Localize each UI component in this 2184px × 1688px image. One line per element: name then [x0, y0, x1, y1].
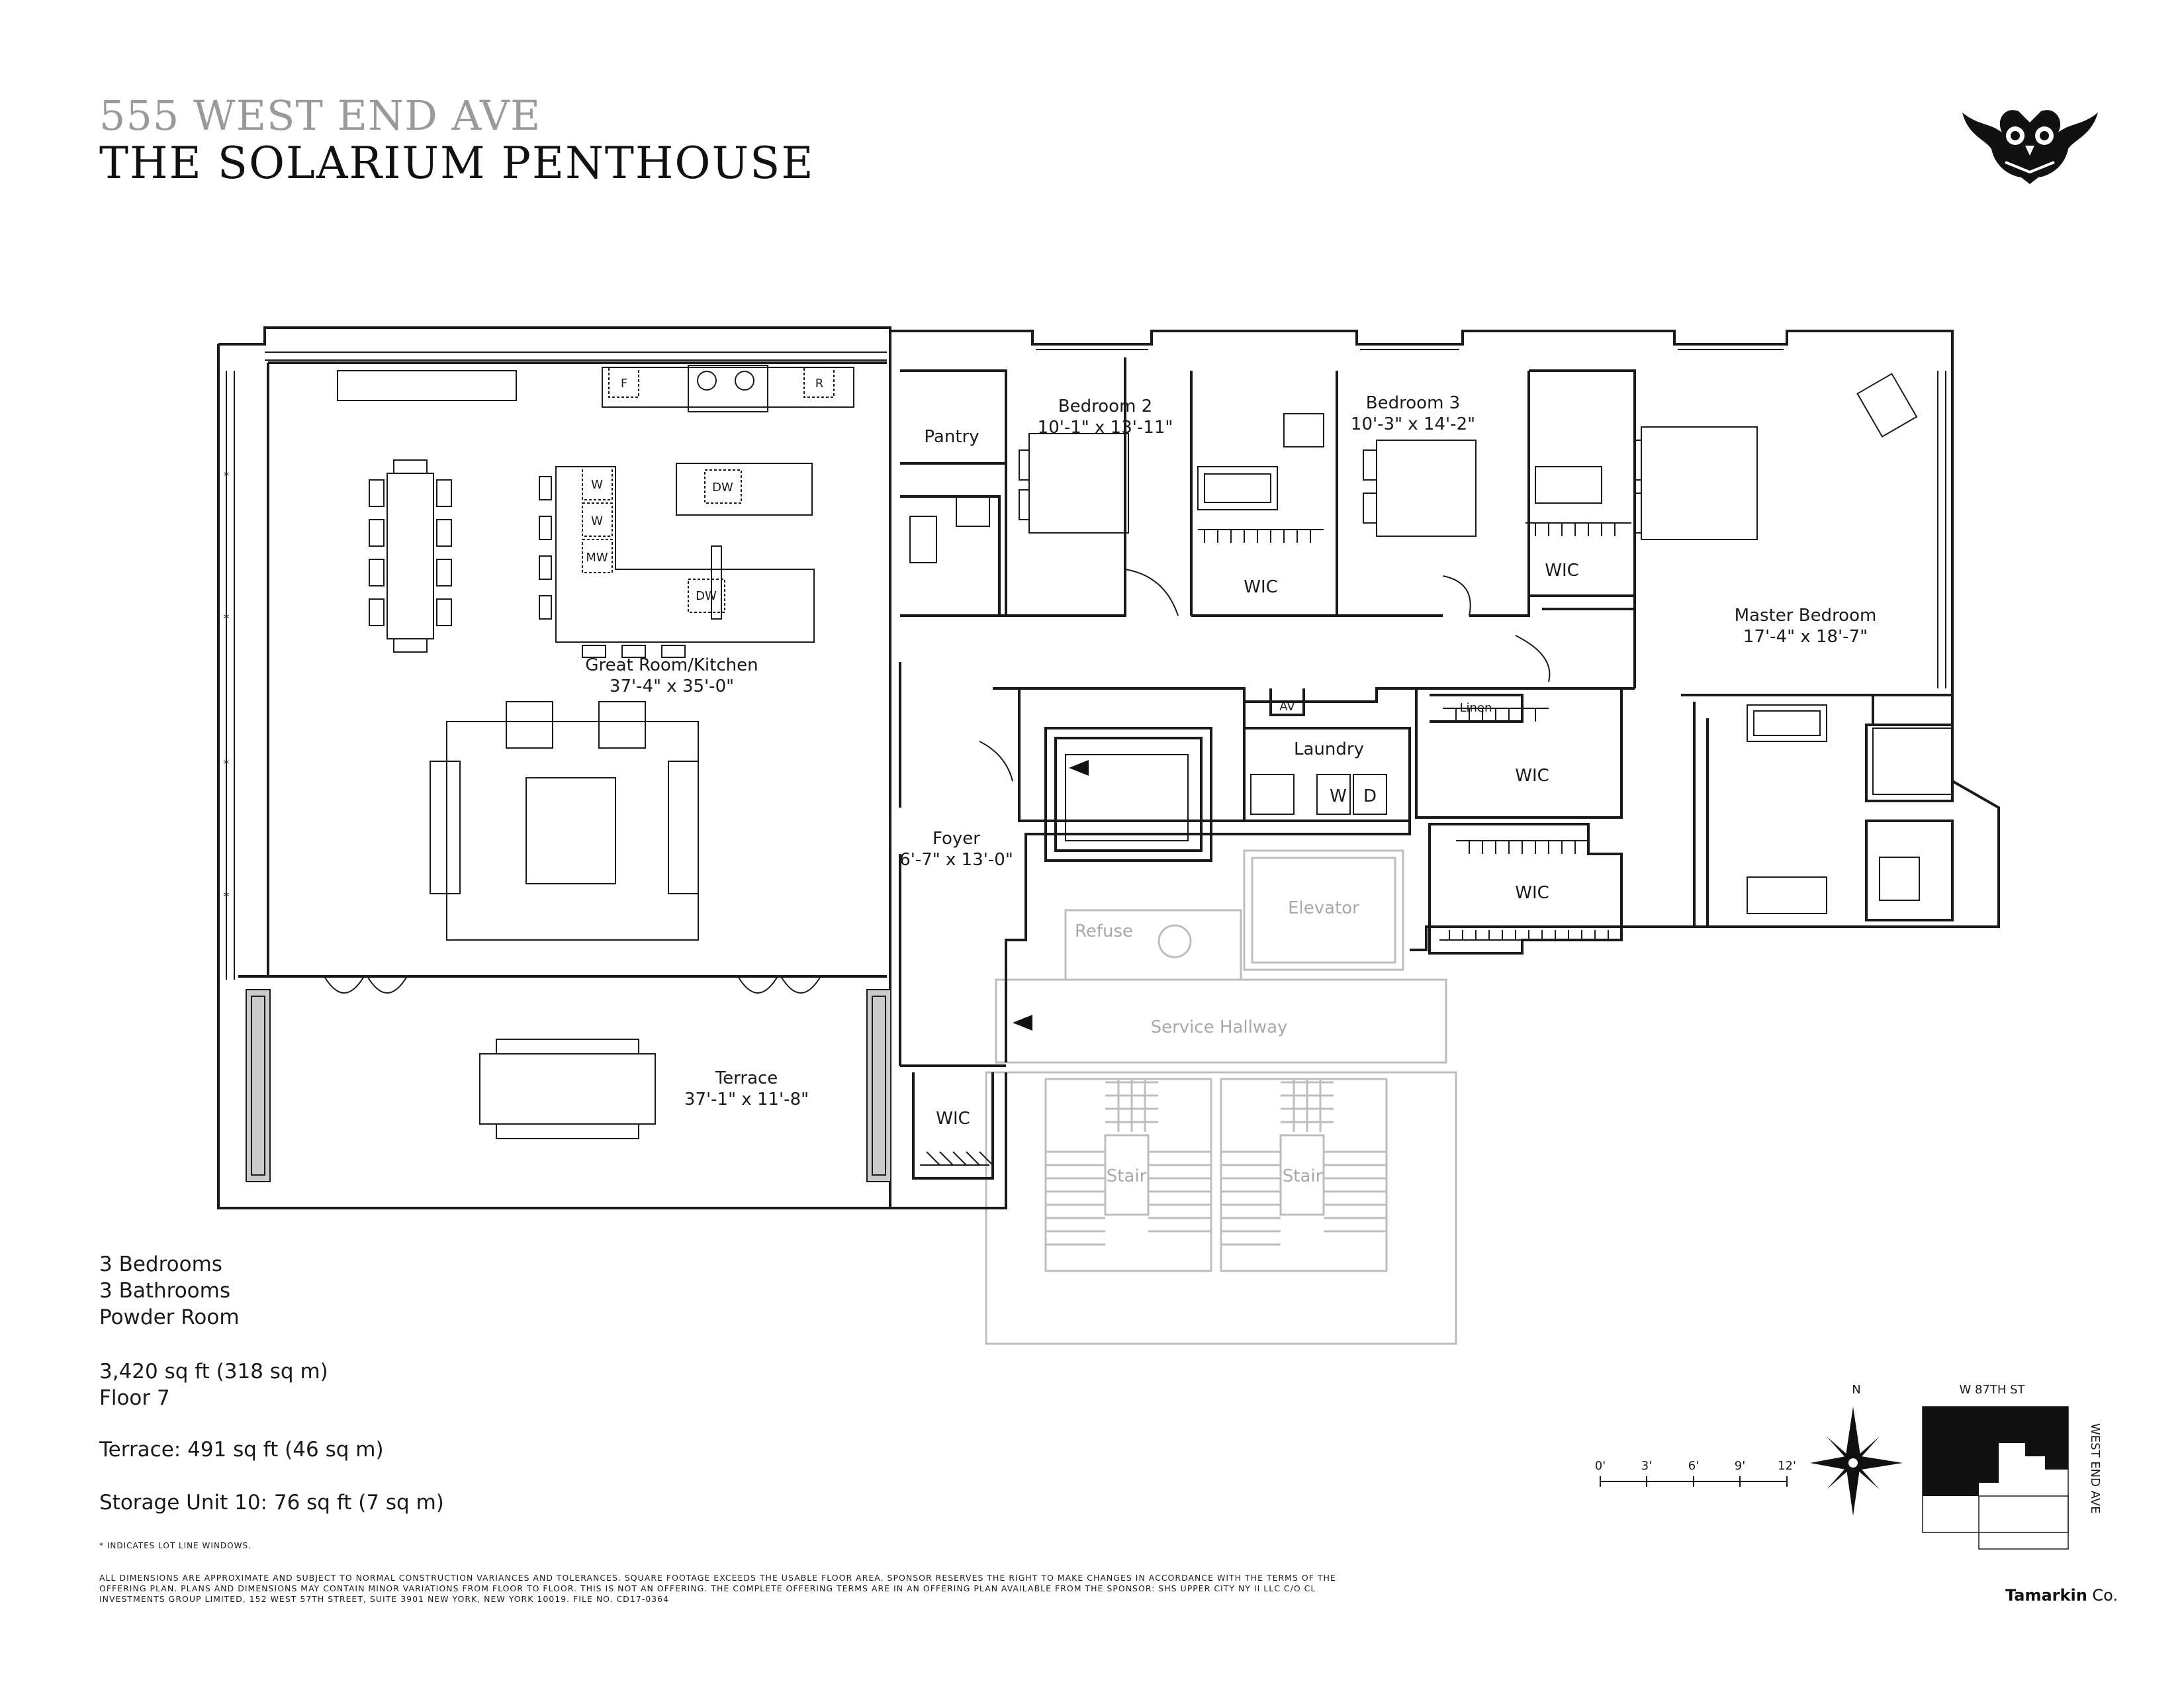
lot-line-mark: * [224, 757, 230, 771]
great-room-name: Great Room/Kitchen [585, 655, 758, 675]
fact-terrace: Terrace: 491 sq ft (46 sq m) [99, 1438, 384, 1462]
scale-tick-label: 9' [1735, 1459, 1745, 1473]
scale-tick-label: 6' [1688, 1459, 1699, 1473]
street-top-label: W 87TH ST [1959, 1383, 2025, 1397]
fact-area: 3,420 sq ft (318 sq m) [99, 1360, 328, 1383]
terrace-dims: 37'-1" x 11'-8" [684, 1090, 809, 1109]
master-bedroom-name: Master Bedroom [1735, 606, 1877, 626]
pantry-label: Pantry [924, 427, 979, 447]
dryer-label: D [1363, 786, 1377, 806]
linen-label: Linen [1460, 701, 1492, 715]
appliance-w-label: W [591, 478, 603, 492]
brand-bold: Tamarkin [2005, 1586, 2087, 1605]
great-room-dims: 37'-4" x 35'-0" [610, 677, 734, 696]
microwave-label: MW [586, 551, 608, 565]
bedroom3-name: Bedroom 3 [1366, 393, 1460, 413]
wic-foyer-label: WIC [936, 1109, 970, 1129]
owl-logo-icon [1962, 110, 2098, 184]
refuse-label: Refuse [1075, 921, 1133, 941]
street-side-label: WEST END AVE [2088, 1423, 2102, 1514]
wic-master-lower-label: WIC [1515, 883, 1549, 903]
terrace-name: Terrace [715, 1068, 778, 1088]
service-hallway-label: Service Hallway [1151, 1017, 1288, 1037]
foyer-name: Foyer [933, 829, 980, 849]
fact-powder-room: Powder Room [99, 1305, 240, 1329]
closet-hatching [920, 522, 1631, 1166]
washer-label: W [1330, 786, 1347, 806]
fact-bedrooms: 3 Bedrooms [99, 1252, 222, 1276]
bedroom2-dims: 10'-1" x 13'-11" [1038, 418, 1173, 438]
master-bedroom-dims: 17'-4" x 18'-7" [1743, 627, 1868, 647]
wic-bed2-label: WIC [1244, 577, 1278, 597]
wall-glazing [226, 349, 1946, 980]
entry-arrow-icon [1069, 760, 1089, 776]
dishwasher-label: DW [696, 589, 717, 603]
lot-line-mark: * [224, 469, 230, 483]
door-swings [979, 569, 1551, 782]
legal-disclaimer: ALL DIMENSIONS ARE APPROXIMATE AND SUBJE… [99, 1573, 1336, 1604]
service-entry-arrow-icon [1013, 1015, 1032, 1031]
service-core [985, 849, 1457, 1345]
exterior-walls [217, 326, 2000, 1209]
dishwasher-label: DW [712, 481, 733, 494]
fridge-label: F [621, 377, 627, 391]
building-address: 555 WEST END AVE [99, 91, 541, 140]
terrace-details [246, 976, 891, 1182]
unit-title: THE SOLARIUM PENTHOUSE [99, 138, 815, 189]
elevator-label: Elevator [1288, 898, 1359, 918]
stair-label: Stair [1107, 1166, 1147, 1186]
brand-rest: Co. [2087, 1586, 2118, 1605]
lot-line-mark: * [224, 890, 230, 904]
fact-bathrooms: 3 Bathrooms [99, 1279, 230, 1303]
bedroom2-name: Bedroom 2 [1058, 397, 1152, 416]
scale-tick-label: 12' [1778, 1459, 1796, 1473]
appliance-w-label: W [591, 514, 603, 528]
scale-bar: 0' 3' 6' 9' 12' [1595, 1459, 1796, 1487]
north-label: N [1852, 1383, 1860, 1397]
bedroom-furniture [909, 373, 1953, 914]
great-room-furniture [337, 365, 854, 941]
fact-storage: Storage Unit 10: 76 sq ft (7 sq m) [99, 1491, 444, 1515]
lot-line-note: * INDICATES LOT LINE WINDOWS. [99, 1541, 251, 1550]
broker-brand: Tamarkin Co. [2005, 1586, 2118, 1605]
compass-rose-icon: N [1810, 1383, 1903, 1516]
lot-line-mark: * [224, 612, 230, 626]
lot-line-windows: * * * * [224, 469, 230, 904]
stair-label: Stair [1283, 1166, 1323, 1186]
laundry-label: Laundry [1294, 739, 1364, 759]
av-label: AV [1279, 700, 1295, 714]
appliance-boxes [582, 367, 835, 613]
bedroom3-dims: 10'-3" x 14'-2" [1351, 414, 1475, 434]
foyer-dims: 6'-7" x 13'-0" [899, 850, 1013, 870]
scale-tick-label: 0' [1595, 1459, 1606, 1473]
scale-tick-label: 3' [1641, 1459, 1652, 1473]
key-plan: W 87TH ST WEST END AVE [1922, 1383, 2102, 1550]
wic-master-upper-label: WIC [1515, 766, 1549, 786]
fact-floor: Floor 7 [99, 1386, 170, 1410]
wic-bed3-label: WIC [1545, 561, 1579, 581]
range-label: R [815, 377, 824, 391]
